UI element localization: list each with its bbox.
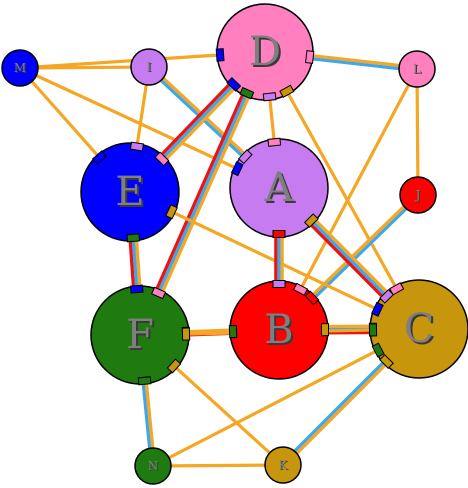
node-label: A [264,165,295,211]
port-marker [91,150,107,165]
port-marker [379,354,394,369]
port-marker [305,50,315,64]
node-A[interactable]: AA [229,137,329,238]
port-marker [272,280,286,288]
node-circle [399,176,437,214]
node-circle [130,48,168,86]
node-F[interactable]: FF [90,284,191,386]
port-marker [166,358,182,374]
node-label-shadow: E [117,171,146,217]
port-marker [272,230,286,238]
port-marker [368,323,378,337]
edge-strand-orange [141,52,270,337]
node-C[interactable]: CC [368,279,468,379]
port-marker [228,325,238,339]
node-label-shadow: F [128,314,156,360]
port-marker [165,204,178,220]
node-E[interactable]: EE [80,141,180,243]
port-marker [154,151,170,167]
node-label: D [249,29,281,75]
node-label-shadow: B [266,309,295,355]
node-label: N [148,459,159,473]
port-marker [226,77,242,92]
edges-layer [18,48,423,468]
node-label: E [115,169,144,215]
node-label-shadow: D [251,31,283,77]
node-N[interactable]: NN [134,447,172,485]
node-label: L [413,62,421,76]
node-L[interactable]: LL [398,50,436,88]
node-label-shadow: C [406,308,437,354]
port-marker [151,286,167,300]
nodes-layer: DD AA EE FF BB CC MM II LL JJ NN KK [1,3,468,485]
node-circle [134,447,172,485]
node-J[interactable]: JJ [399,176,437,214]
edge-strand-orange [263,51,421,330]
port-marker [230,161,244,177]
node-label-shadow: L [414,63,422,77]
edge-strand-blue [138,51,267,336]
node-label-shadow: A [266,167,297,213]
port-marker [215,48,225,62]
node-D[interactable]: DD [215,3,315,102]
edge-strand-red [135,50,264,335]
node-label-shadow: N [149,460,160,474]
port-marker [129,141,144,152]
node-label: J [414,188,421,202]
node-K[interactable]: KK [264,446,302,484]
port-marker [379,288,395,304]
port-marker [262,92,277,102]
node-label-shadow: K [280,459,290,473]
node-label-shadow: J [415,189,422,203]
edge-D-C [263,51,421,330]
port-marker [371,301,384,317]
port-marker [371,342,385,358]
edge-N-K [152,463,284,468]
port-marker [126,233,140,243]
node-M[interactable]: MM [1,49,39,87]
node-label-shadow: M [15,62,27,76]
port-marker [267,137,282,147]
port-marker [130,284,144,294]
node-circle [264,446,302,484]
edge-strand-orange [415,68,420,196]
edge-L-J [415,68,420,196]
node-circle [1,49,39,87]
port-marker [237,149,253,165]
node-label: M [14,61,26,75]
port-marker [279,84,295,98]
port-marker [137,376,152,386]
port-marker [303,213,319,229]
node-label: C [404,306,435,352]
port-marker [292,282,309,296]
port-marker [239,86,255,100]
node-I[interactable]: II [130,48,168,86]
port-marker [389,282,405,296]
node-label: B [264,307,293,353]
node-circle [398,50,436,88]
node-label: I [147,60,152,74]
node-label: K [279,458,289,472]
node-B[interactable]: BB [228,280,330,380]
port-marker [304,290,320,306]
port-marker [181,327,191,341]
node-label: F [126,312,154,358]
node-label-shadow: I [148,61,153,75]
edge-D-F [135,50,270,337]
port-marker [320,323,330,337]
edge-strand-orange [152,463,284,468]
